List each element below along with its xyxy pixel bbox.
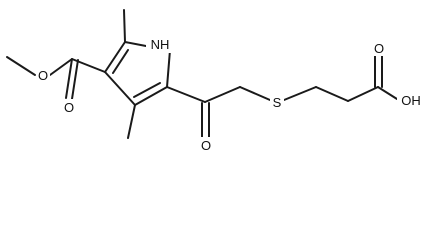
bond-ketone-ch2 bbox=[204, 86, 241, 103]
atom-s: S bbox=[273, 95, 282, 110]
bond-ring-c5-c4-b bbox=[133, 82, 161, 98]
bond-methyl-top bbox=[123, 9, 126, 43]
bond-ring-n-c5 bbox=[166, 49, 171, 88]
bond-methyl-o bbox=[6, 56, 36, 76]
bond-methyl-bottom bbox=[127, 104, 136, 139]
bond-ester-ring bbox=[71, 58, 106, 73]
atom-nh: NH bbox=[151, 37, 170, 52]
atom-o-ester-single: O bbox=[38, 68, 48, 83]
structure-canvas: O O NH O S O OH bbox=[6, 9, 425, 153]
bond-ch2-acid bbox=[347, 86, 379, 102]
bond-ring-ketone bbox=[166, 86, 206, 103]
bond-ring-c5-c4-a bbox=[134, 86, 168, 106]
atom-o-ketone: O bbox=[201, 138, 211, 153]
bond-ring-c4-c3 bbox=[104, 71, 136, 106]
bond-ring-c3-c2-a bbox=[104, 41, 126, 73]
bond-ester-carbonyl-a bbox=[65, 58, 73, 99]
atom-oh: OH bbox=[401, 93, 421, 108]
atom-o-acid-carbonyl: O bbox=[374, 41, 384, 56]
bond-ring-c3-c2-b bbox=[112, 49, 129, 74]
bond-ring-c2-n bbox=[124, 41, 147, 47]
atom-o-ester-carbonyl: O bbox=[64, 100, 74, 115]
molecule-diagram: O O NH O S O OH bbox=[6, 9, 425, 153]
bonds-group bbox=[6, 9, 398, 139]
atom-labels-group: O O NH O S O OH bbox=[36, 36, 425, 153]
bond-acid-oh bbox=[377, 86, 398, 100]
bond-o-ester-carbon bbox=[49, 58, 73, 76]
bond-s-ch2 bbox=[283, 86, 317, 101]
bond-ch2-ch2 bbox=[315, 86, 349, 102]
bond-ch2-s bbox=[239, 86, 271, 101]
bond-ester-carbonyl-b bbox=[71, 59, 79, 100]
